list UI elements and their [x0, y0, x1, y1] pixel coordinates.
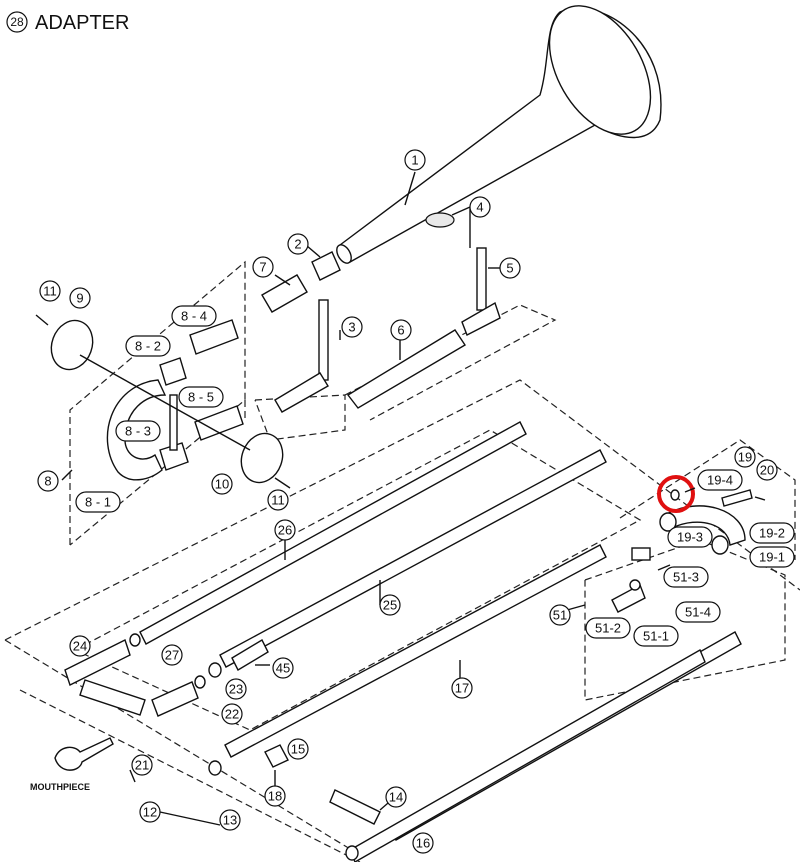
label-51: 51: [553, 608, 567, 623]
label-9: 9: [76, 291, 83, 306]
label-12: 12: [143, 805, 157, 820]
label-22: 22: [225, 707, 239, 722]
label-23: 23: [229, 682, 243, 697]
label-27: 27: [165, 648, 179, 663]
label-7: 7: [259, 260, 266, 275]
callouts: 1 2 4 5 7 3 6 9 11 10 11 8 26 25 45 17 2: [37, 149, 795, 854]
bell-section: [336, 5, 662, 264]
label-2: 2: [294, 237, 301, 252]
label-19-3: 19-3: [677, 530, 703, 545]
title-text: ADAPTER: [35, 12, 129, 34]
label-51-3: 51-3: [673, 570, 699, 585]
label-6: 6: [397, 323, 404, 338]
bell-brace: [425, 206, 501, 336]
label-15: 15: [291, 742, 305, 757]
label-3: 3: [348, 320, 355, 335]
lower-parts: [208, 744, 381, 861]
label-26: 26: [278, 523, 292, 538]
label-13: 13: [223, 813, 237, 828]
label-8-3: 8 - 3: [125, 424, 151, 439]
label-51-4: 51-4: [685, 605, 711, 620]
diagram-title: 28 ADAPTER: [6, 11, 129, 34]
tuning-slide: [35, 314, 291, 489]
mouthpiece: MOUTHPIECE: [30, 737, 114, 792]
label-18: 18: [268, 789, 282, 804]
label-51-2: 51-2: [595, 621, 621, 636]
label-8-4: 8 - 4: [181, 309, 207, 324]
title-number-circle: [6, 11, 28, 33]
label-8-5: 8 - 5: [188, 390, 214, 405]
label-17: 17: [455, 681, 469, 696]
label-11-bottom: 11: [271, 493, 285, 508]
slide-ends: [64, 633, 222, 717]
mouthpiece-label: MOUTHPIECE: [30, 782, 90, 792]
label-19: 19: [738, 450, 752, 465]
label-45: 45: [276, 661, 290, 676]
highlight-circle: [657, 475, 695, 513]
label-8-2: 8 - 2: [135, 339, 161, 354]
label-10: 10: [215, 477, 229, 492]
label-21: 21: [135, 758, 149, 773]
label-11-top: 11: [43, 284, 57, 299]
label-5: 5: [506, 261, 513, 276]
leader-lines: [61, 208, 766, 826]
label-20: 20: [760, 463, 774, 478]
label-1: 1: [411, 153, 418, 168]
label-8: 8: [44, 474, 51, 489]
label-8-1: 8 - 1: [85, 495, 111, 510]
label-25: 25: [383, 598, 397, 613]
label-51-1: 51-1: [643, 629, 669, 644]
label-19-1: 19-1: [759, 550, 785, 565]
slide-tubes: [139, 421, 742, 862]
label-16: 16: [416, 836, 430, 851]
label-14: 14: [389, 790, 403, 805]
label-19-4: 19-4: [707, 473, 733, 488]
title-number: 28: [10, 15, 24, 29]
label-4: 4: [476, 200, 483, 215]
trigger-section: [611, 489, 753, 613]
label-19-2: 19-2: [759, 526, 785, 541]
upper-tubes: [261, 239, 466, 413]
label-24: 24: [73, 639, 87, 654]
